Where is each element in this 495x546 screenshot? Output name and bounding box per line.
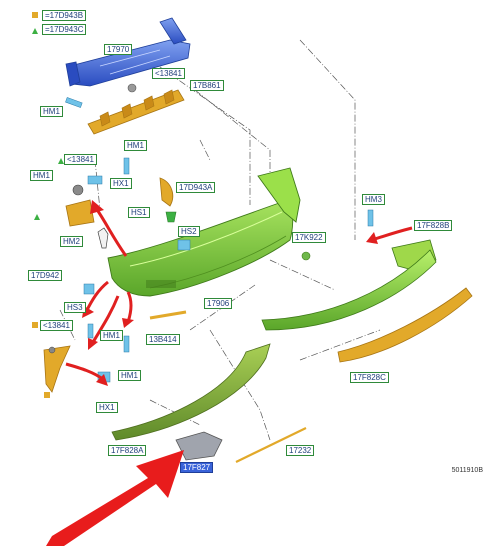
label-hm1-left[interactable]: HM1 [30, 170, 53, 181]
figure-id: 5011910B [451, 467, 483, 474]
label-17f828a[interactable]: 17F828A [108, 445, 147, 456]
label-hx1-top[interactable]: HX1 [110, 178, 132, 189]
legend-text: =17D943B [42, 10, 87, 21]
label-17f828b[interactable]: 17F828B [414, 220, 453, 231]
label-13841-low[interactable]: <13841 [40, 320, 73, 331]
triangle-marker-icon [58, 158, 64, 164]
bumper-reinforcement-17970 [65, 17, 191, 87]
label-17970[interactable]: 17970 [104, 44, 133, 55]
label-13841-mid[interactable]: <13841 [64, 154, 97, 165]
lower-valance-upper [261, 249, 437, 331]
red-arrowheads [82, 200, 378, 386]
square-marker-icon [32, 322, 38, 328]
label-17906[interactable]: 17906 [204, 298, 233, 309]
label-13b414[interactable]: 13B414 [146, 334, 180, 345]
label-hs2[interactable]: HS2 [178, 226, 200, 237]
lower-trim-17f828a [111, 343, 271, 441]
label-hx1-bottom[interactable]: HX1 [96, 402, 118, 413]
triangle-marker-icon [34, 214, 40, 220]
label-hs1[interactable]: HS1 [128, 207, 150, 218]
energy-absorber-17b861 [87, 83, 185, 135]
label-17d942[interactable]: 17D942 [28, 270, 63, 281]
label-17b861[interactable]: 17B861 [190, 80, 224, 91]
big-red-arrow-icon [46, 450, 184, 546]
label-hm2[interactable]: HM2 [60, 236, 83, 247]
side-bracket-17d943 [43, 177, 174, 393]
legend-square-icon [32, 12, 38, 18]
label-17f828c[interactable]: 17F828C [350, 372, 389, 383]
label-hm1-mid[interactable]: HM1 [124, 140, 147, 151]
label-17f827-selected[interactable]: 17F827 [180, 462, 214, 473]
legend-triangle-icon [32, 28, 38, 34]
skid-plate-17f827 [175, 431, 223, 461]
label-hm1-low[interactable]: HM1 [100, 330, 123, 341]
reflector-strip-13b414 [149, 310, 187, 320]
square-marker-icon [44, 392, 50, 398]
label-hm3[interactable]: HM3 [362, 194, 385, 205]
label-hm1-top[interactable]: HM1 [40, 106, 63, 117]
legend-item-17d943c: =17D943C [40, 24, 87, 35]
label-hm1-bottom[interactable]: HM1 [118, 370, 141, 381]
leader-lines [59, 39, 381, 441]
legend-text: =17D943C [42, 24, 87, 35]
legend-item-17d943b: =17D943B [40, 10, 87, 21]
label-13841-top[interactable]: <13841 [152, 68, 185, 79]
trim-strip-17232 [235, 427, 307, 463]
diffuser-17f828c [337, 287, 473, 363]
label-hs3[interactable]: HS3 [64, 302, 86, 313]
label-17d943a[interactable]: 17D943A [176, 182, 216, 193]
label-17k922[interactable]: 17K922 [292, 232, 326, 243]
fasteners [48, 97, 374, 383]
label-17232[interactable]: 17232 [286, 445, 315, 456]
bumper-cover-17906 [107, 167, 301, 297]
